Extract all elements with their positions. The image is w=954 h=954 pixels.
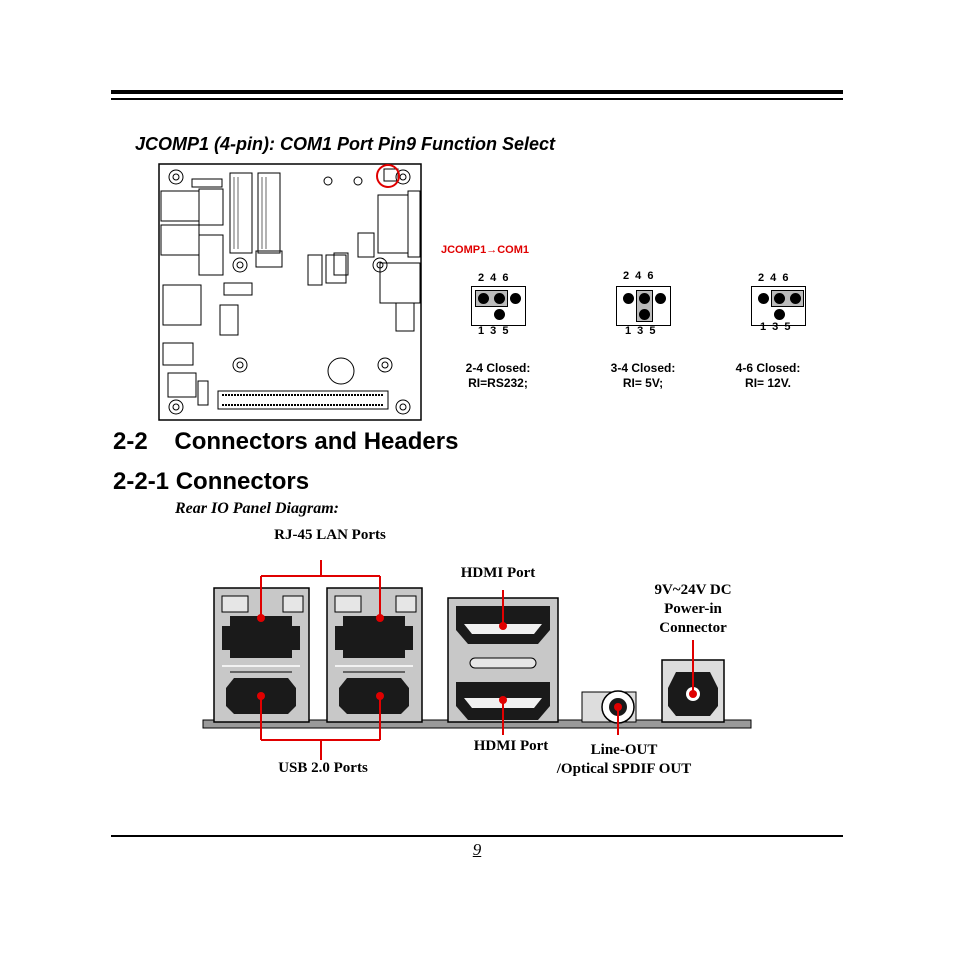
jumper3-pin6: [790, 293, 801, 304]
header-rule-thick: [111, 90, 843, 94]
page-number: 9: [472, 840, 482, 859]
jumper1-bottom-pins: 1 3 5: [478, 325, 509, 337]
heading-connectors: 2-2-1 Connectors: [113, 468, 310, 495]
callout-lines-lower: [260, 734, 381, 760]
jumper1-block: [471, 286, 526, 326]
jumper3-pin3: [774, 309, 785, 320]
label-hdmi-port-top: HDMI Port: [460, 565, 536, 581]
jumper1-caption-1: 2-4 Closed:: [465, 361, 531, 375]
footer-rule: [111, 835, 843, 837]
jumper1-caption-2: RI=RS232;: [468, 376, 528, 390]
jumper-callout-label: JCOMP1→COM1: [441, 244, 530, 256]
jumper3-caption-2: RI= 12V.: [745, 376, 791, 390]
rear-io-panel-diagram: [202, 560, 752, 735]
jumper3-top-pins: 2 4 6: [758, 272, 789, 284]
jumper1-pin2: [478, 293, 489, 304]
jumper2-pin6: [655, 293, 666, 304]
section-title: JCOMP1 (4-pin): COM1 Port Pin9 Function …: [135, 134, 556, 154]
jumper1-pin3: [494, 309, 505, 320]
rear-io-title: Rear IO Panel Diagram:: [175, 500, 339, 517]
jumper2-caption-1: 3-4 Closed:: [610, 361, 676, 375]
jumper2-pin4: [639, 293, 650, 304]
header-rule-thin: [111, 98, 843, 100]
label-usb-ports: USB 2.0 Ports: [278, 760, 368, 776]
jumper2-block: [616, 286, 671, 326]
label-rj45-lan-ports: RJ-45 LAN Ports: [274, 527, 386, 543]
jumper1-pin6: [510, 293, 521, 304]
jumper3-pin2: [758, 293, 769, 304]
jumper1-top-pins: 2 4 6: [478, 272, 509, 284]
jumper2-caption-2: RI= 5V;: [622, 376, 664, 390]
jumper3-block: [751, 286, 806, 326]
jumper1-pin4: [494, 293, 505, 304]
label-dc-line1: 9V~24V DC: [654, 582, 732, 598]
heading-connectors-and-headers: 2-2 Connectors and Headers: [113, 428, 459, 455]
label-lineout-line2: /Optical SPDIF OUT: [556, 761, 692, 777]
jumper3-caption-1: 4-6 Closed:: [735, 361, 801, 375]
label-dc-line2: Power-in: [664, 601, 722, 617]
label-dc-line3: Connector: [659, 620, 727, 636]
label-hdmi-port-bottom: HDMI Port: [473, 738, 549, 754]
label-lineout-line1: Line-OUT: [590, 742, 658, 758]
jumper2-pin2: [623, 293, 634, 304]
jumper2-pin3: [639, 309, 650, 320]
jumper3-pin4: [774, 293, 785, 304]
jumper3-bottom-pins: 1 3 5: [760, 321, 791, 333]
jumper2-bottom-pins: 1 3 5: [625, 325, 656, 337]
motherboard-diagram: [158, 163, 422, 421]
jumper2-top-pins: 2 4 6: [623, 270, 654, 282]
